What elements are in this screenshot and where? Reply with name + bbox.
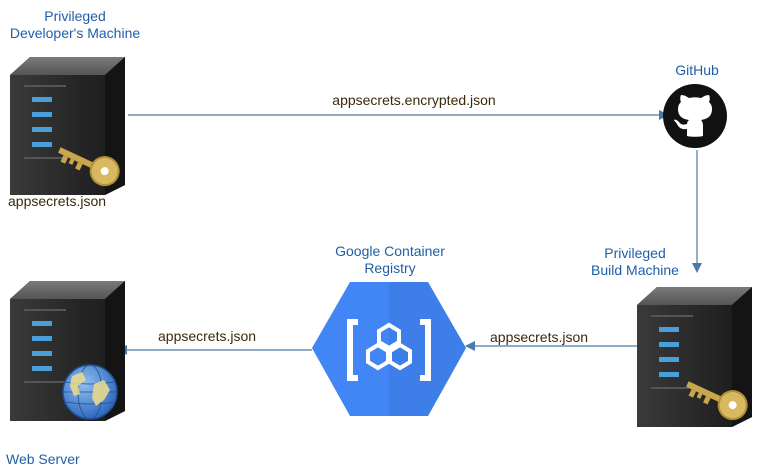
key-icon xyxy=(686,381,748,421)
container-registry-icon xyxy=(312,282,466,416)
globe-icon xyxy=(62,364,118,420)
dev-machine-title-line1: Privileged xyxy=(44,8,106,24)
github-icon xyxy=(663,84,727,148)
github-title: GitHub xyxy=(675,62,719,78)
edge-label-build-to-registry: appsecrets.json xyxy=(490,329,589,345)
dev-machine-title-line2: Developer's Machine xyxy=(9,25,141,41)
key-icon xyxy=(58,147,120,187)
build-machine-title-line1: Privileged xyxy=(604,245,666,261)
build-server-icon xyxy=(637,287,752,427)
edge-label-dev-to-github: appsecrets.encrypted.json xyxy=(332,92,496,108)
edge-label-registry-to-web: appsecrets.json xyxy=(158,328,257,344)
registry-title-line2: Registry xyxy=(364,260,416,276)
dev-machine-file-label: appsecrets.json xyxy=(8,193,107,209)
registry-title-line1: Google Container xyxy=(335,243,445,259)
web-server-title: Web Server xyxy=(6,451,80,467)
build-machine-title-line2: Build Machine xyxy=(591,262,679,278)
